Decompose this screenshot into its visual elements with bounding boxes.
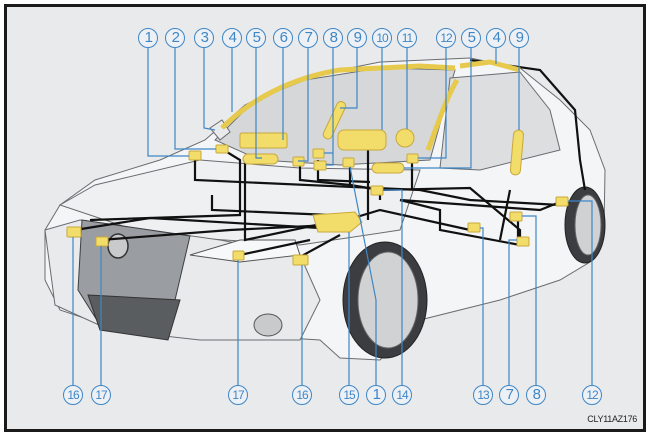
callout-bottom-16b: 16 <box>292 385 312 405</box>
sensor-8b <box>313 160 327 171</box>
sensor-16-right <box>292 254 309 266</box>
sensor-12 <box>406 153 419 164</box>
callout-bottom-7: 7 <box>499 385 519 405</box>
pillar-airbag <box>425 78 460 151</box>
callout-top-2: 2 <box>165 28 185 48</box>
callout-bottom-17: 17 <box>91 385 111 405</box>
passenger-round-airbag <box>395 128 415 148</box>
sensor-17-front <box>95 236 109 247</box>
callout-top-7: 7 <box>298 28 318 48</box>
sensor-13 <box>467 222 481 233</box>
callout-top-9b: 9 <box>509 28 529 48</box>
figure-code: CLY11AZ176 <box>587 414 637 424</box>
callout-bottom-15: 15 <box>339 385 359 405</box>
callout-bottom-17b: 17 <box>228 385 248 405</box>
callout-top-10: 10 <box>372 28 392 48</box>
callout-bottom-13: 13 <box>473 385 493 405</box>
callout-top-3: 3 <box>194 28 214 48</box>
sensor-7-rear <box>516 236 530 247</box>
callout-bottom-16: 16 <box>63 385 83 405</box>
airbag-ecu <box>312 211 363 233</box>
callout-top-9: 9 <box>347 28 367 48</box>
steering-airbag <box>239 132 288 149</box>
passenger-airbag <box>337 129 387 151</box>
callout-top-12: 12 <box>436 28 456 48</box>
callout-top-5b: 5 <box>461 28 481 48</box>
callout-top-4: 4 <box>222 28 242 48</box>
callout-bottom-14: 14 <box>392 385 412 405</box>
driver-knee-airbag <box>242 153 279 165</box>
sensor-15 <box>342 157 355 168</box>
sensor-17-right <box>232 250 245 261</box>
callout-top-6: 6 <box>273 28 293 48</box>
callout-top-11: 11 <box>397 28 417 48</box>
leader-lines <box>72 48 593 385</box>
wiring-harness <box>74 58 587 259</box>
sensor-14 <box>370 185 384 196</box>
sensor-8 <box>312 148 325 159</box>
sensor-16-front <box>66 226 82 238</box>
callout-bottom-8: 8 <box>526 385 546 405</box>
callout-top-4b: 4 <box>486 28 506 48</box>
knee-airbag-diag <box>322 100 347 140</box>
rear-side-airbag <box>509 129 524 176</box>
sensor-12-rear <box>555 196 569 207</box>
sensor-1 <box>188 150 202 161</box>
callout-bottom-12: 12 <box>582 385 602 405</box>
passenger-knee-airbag <box>371 162 405 174</box>
sensor-8-rear <box>509 211 523 222</box>
callout-bottom-1: 1 <box>366 385 386 405</box>
callout-top-8: 8 <box>323 28 343 48</box>
curtain-airbag-rear <box>459 59 521 73</box>
sensor-2 <box>215 144 229 154</box>
callout-top-1: 1 <box>138 28 158 48</box>
callout-top-5: 5 <box>246 28 266 48</box>
